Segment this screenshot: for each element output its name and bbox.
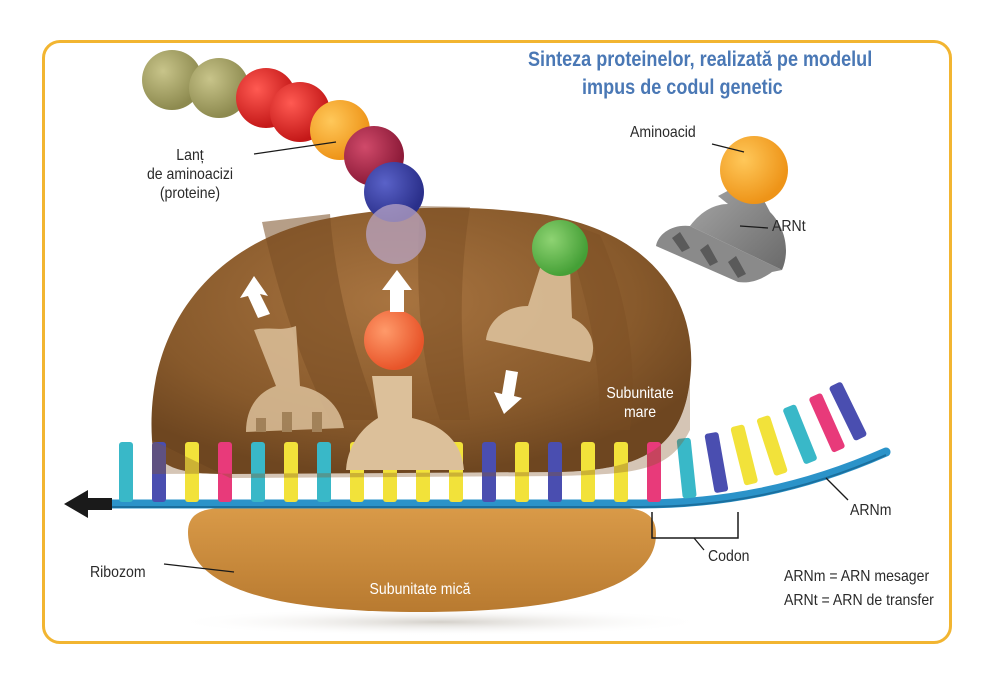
free-amino-acid: [720, 136, 788, 204]
nucleotide-base: [317, 442, 331, 502]
free-trna: [656, 136, 788, 283]
diagram-title-line1: Sinteza proteinelor, realizată pe modelu…: [528, 48, 873, 71]
ground-shadow: [170, 608, 710, 636]
leader-lines: [163, 141, 849, 573]
arnt-label: ARNt: [772, 218, 806, 235]
nucleotide-base: [515, 442, 529, 502]
nucleotide-base: [284, 442, 298, 502]
nucleotide-base: [704, 432, 729, 493]
legend-arnt: ARNt = ARN de transfer: [784, 592, 934, 609]
chain-label-line1: Lanț: [176, 147, 204, 164]
chain-label-line3: (proteine): [159, 185, 221, 202]
trna-right: [486, 220, 594, 362]
ribosome-overlay: [152, 380, 690, 478]
nucleotide-base: [218, 442, 232, 502]
white-arrow-left: [240, 276, 270, 318]
large-subunit-label-line2: mare: [623, 404, 657, 421]
nucleotide-base: [152, 442, 166, 502]
nucleotide-base: [676, 437, 697, 499]
amino-acid-green: [532, 220, 588, 276]
small-ribosome-subunit: [188, 508, 656, 612]
nucleotide-base: [783, 404, 817, 464]
diagram-frame: [42, 40, 952, 644]
nucleotide-base: [251, 442, 265, 502]
nucleotide-base: [647, 442, 661, 502]
small-subunit-label: Subunitate mică: [369, 581, 471, 598]
chain-bead-faded: [366, 204, 426, 264]
white-arrow-right: [494, 370, 522, 414]
nucleotide-base: [829, 382, 867, 441]
nucleotide-bases: [119, 380, 867, 502]
large-subunit-label-line1: Subunitate: [606, 385, 674, 402]
amino-acid-coral: [364, 310, 424, 370]
chain-label-line2: de aminoacizi: [146, 166, 234, 183]
arnm-label: ARNm: [850, 502, 892, 519]
ribozom-label: Ribozom: [90, 564, 146, 581]
nucleotide-base: [809, 393, 845, 453]
nucleotide-base: [482, 442, 496, 502]
chain-bead-olive-2: [189, 58, 249, 118]
white-arrow-center: [382, 270, 412, 312]
mrna-strand: [105, 447, 891, 509]
codon-bracket: [651, 512, 739, 539]
trna-center: [346, 310, 464, 470]
nucleotide-base: [548, 442, 562, 502]
large-subunit-label: Subunitate mare: [594, 384, 686, 422]
chain-label: Lanț de aminoacizi (proteine): [137, 146, 243, 203]
nucleotide-base: [614, 442, 628, 502]
nucleotide-base: [756, 415, 788, 476]
amino-acid-chain: [142, 50, 426, 264]
codon-label: Codon: [708, 548, 750, 565]
nucleotide-base: [581, 442, 595, 502]
chain-bead-olive-1: [142, 50, 202, 110]
nucleotide-base: [730, 424, 758, 486]
diagram-title-line2: impus de codul genetic: [582, 76, 783, 99]
aminoacid-label: Aminoacid: [630, 124, 696, 141]
nucleotide-base: [119, 442, 133, 502]
nucleotide-base: [185, 442, 199, 502]
mrna-direction-arrow: [64, 490, 112, 518]
trna-left: [246, 326, 344, 432]
legend-arnm: ARNm = ARN mesager: [784, 568, 930, 585]
